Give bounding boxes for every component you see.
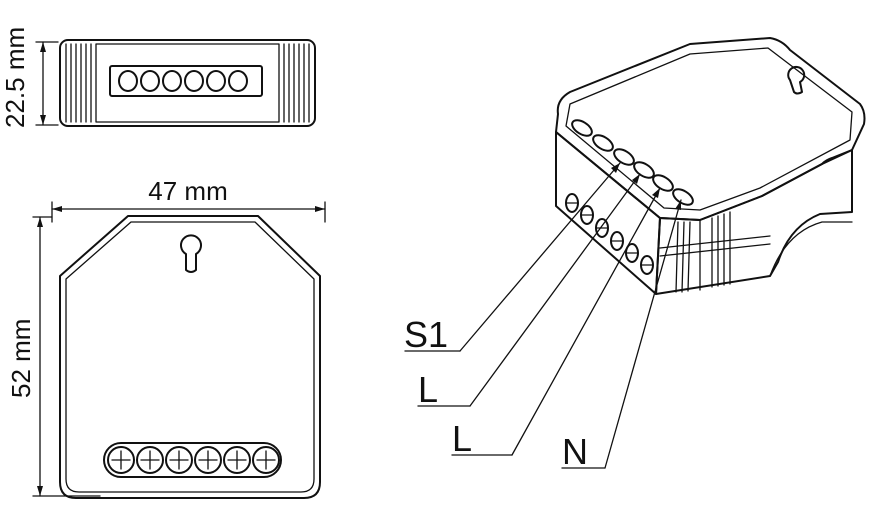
keyhole [181, 235, 201, 272]
top-view [36, 40, 315, 126]
front-screw-terminals [108, 447, 279, 473]
top-terminal-holes [119, 71, 247, 91]
terminal-label-l1: L [418, 369, 438, 410]
terminal-label-n: N [562, 431, 588, 472]
width-label: 47 mm [148, 176, 227, 206]
height-top-label: 22.5 mm [0, 27, 30, 128]
front-view [33, 202, 325, 498]
height-front-label: 52 mm [6, 319, 36, 398]
iso-screw-terminals [566, 194, 653, 274]
left-ribs [66, 44, 91, 122]
right-ribs [284, 44, 309, 122]
terminal-label-s1: S1 [404, 314, 448, 355]
isometric-view [556, 38, 865, 294]
terminal-label-l2: L [452, 418, 472, 459]
